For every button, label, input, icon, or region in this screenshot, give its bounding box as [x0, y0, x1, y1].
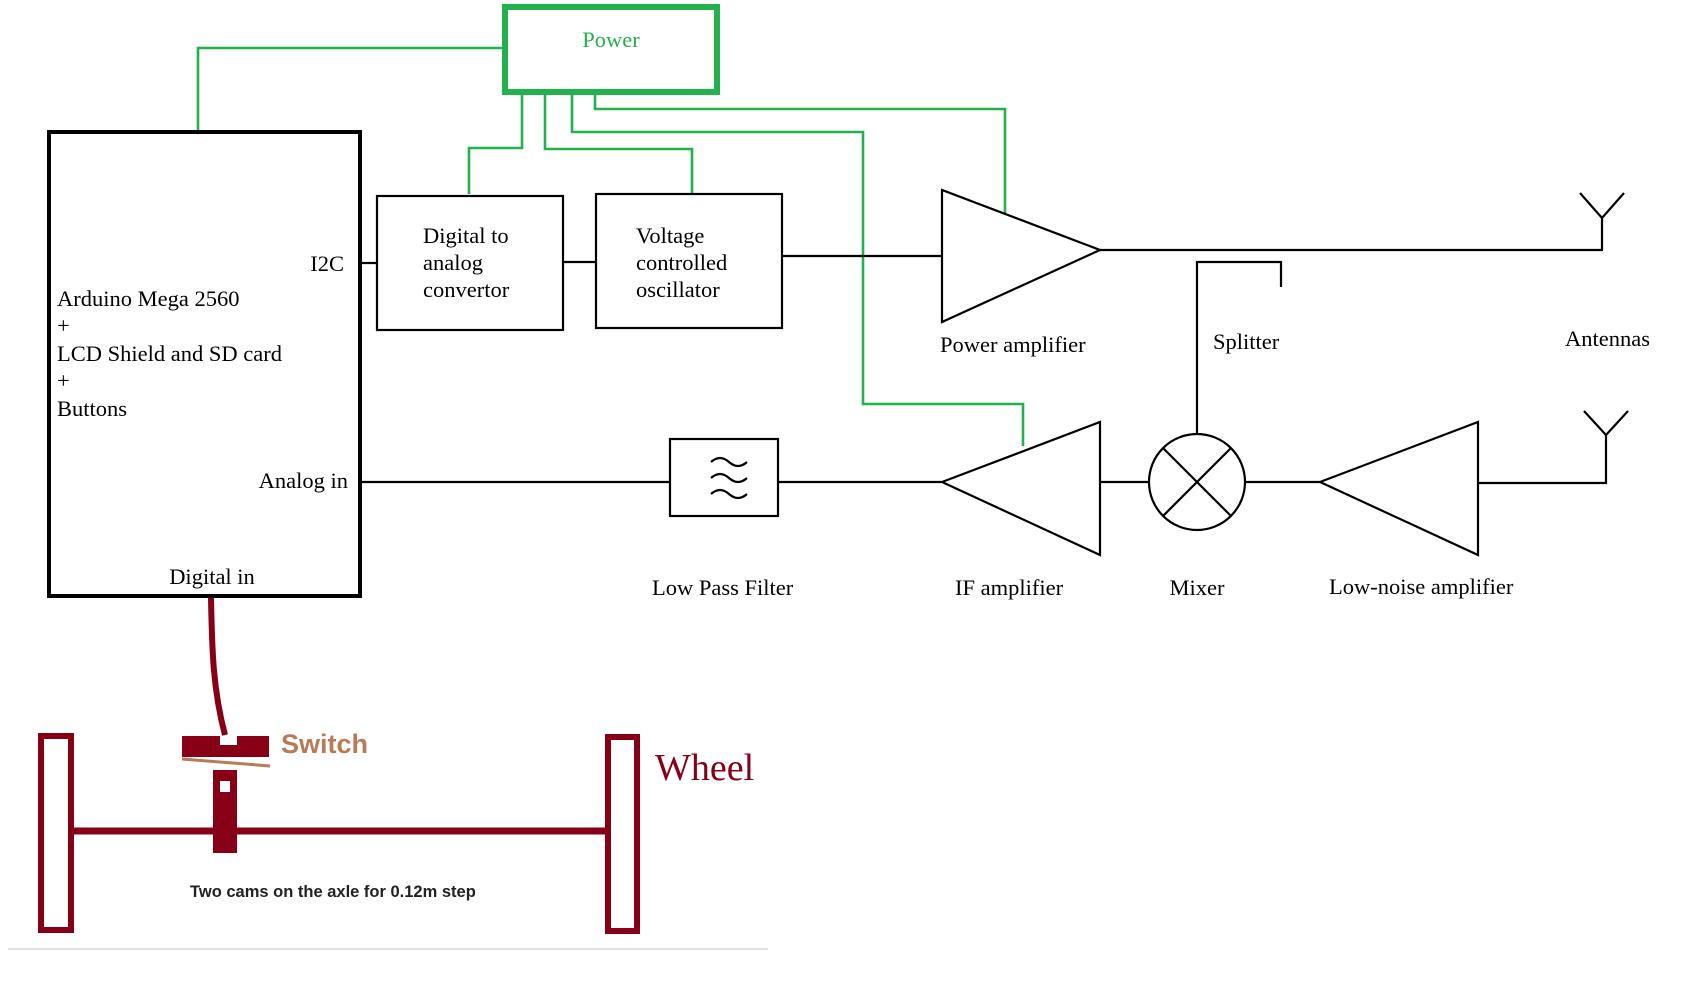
wheel-left	[38, 733, 74, 933]
power-lines	[196, 46, 1025, 446]
vco-line-1: Voltage	[636, 223, 704, 248]
power-block	[502, 4, 720, 95]
mixer-symbol	[1147, 432, 1247, 532]
if-amplifier-label: IF amplifier	[955, 575, 1064, 600]
if-amplifier-symbol	[939, 420, 1102, 557]
dac-line-1: Digital to	[423, 223, 509, 248]
dac-line-3: convertor	[423, 277, 510, 302]
arduino-label: Arduino Mega 2560 + LCD Shield and SD ca…	[57, 286, 288, 421]
cam-on-axle	[213, 770, 237, 853]
mixer-label: Mixer	[1170, 575, 1225, 600]
vco-label: Voltage controlled oscillator	[636, 223, 733, 302]
switch-label: Switch	[281, 729, 368, 759]
tx-antenna-symbol	[1579, 192, 1625, 220]
axle-caption: Two cams on the axle for 0.12m step	[190, 883, 476, 901]
arduino-line-1: Arduino Mega 2560	[57, 286, 239, 311]
dac-label: Digital to analog convertor	[423, 223, 514, 302]
low-pass-filter-label: Low Pass Filter	[652, 575, 794, 600]
dac-line-2: analog	[423, 250, 483, 275]
vco-line-2: controlled	[636, 250, 727, 275]
low-noise-amplifier-symbol	[1317, 420, 1480, 557]
arduino-line-5: Buttons	[57, 396, 127, 421]
switch-cable	[208, 597, 228, 736]
splitter-symbol	[1195, 260, 1283, 478]
antennas-label: Antennas	[1565, 326, 1650, 351]
filter-wave-icon	[710, 456, 748, 500]
arduino-block	[47, 130, 362, 598]
wheel-right	[605, 734, 640, 934]
digital-in-port-label: Digital in	[169, 564, 255, 589]
i2c-port-label: I2C	[310, 251, 344, 276]
analog-in-port-label: Analog in	[259, 468, 348, 493]
splitter-label: Splitter	[1213, 329, 1280, 354]
arduino-line-3: LCD Shield and SD card	[57, 341, 282, 366]
power-label: Power	[582, 27, 640, 52]
low-noise-amplifier-label: Low-noise amplifier	[1329, 574, 1514, 599]
low-pass-filter-block	[668, 437, 780, 518]
power-amplifier-symbol	[940, 188, 1103, 324]
power-amplifier-label: Power amplifier	[940, 332, 1086, 357]
lna-antenna-wire	[1478, 435, 1608, 485]
rx-antenna-symbol	[1583, 410, 1629, 437]
arduino-line-4: +	[57, 368, 70, 393]
switch-symbol	[181, 736, 271, 768]
wheel-label: Wheel	[655, 747, 754, 789]
pa-antenna-wire	[1100, 218, 1604, 252]
vco-block	[594, 192, 784, 330]
vco-line-3: oscillator	[636, 277, 720, 302]
arduino-line-2: +	[57, 313, 70, 338]
